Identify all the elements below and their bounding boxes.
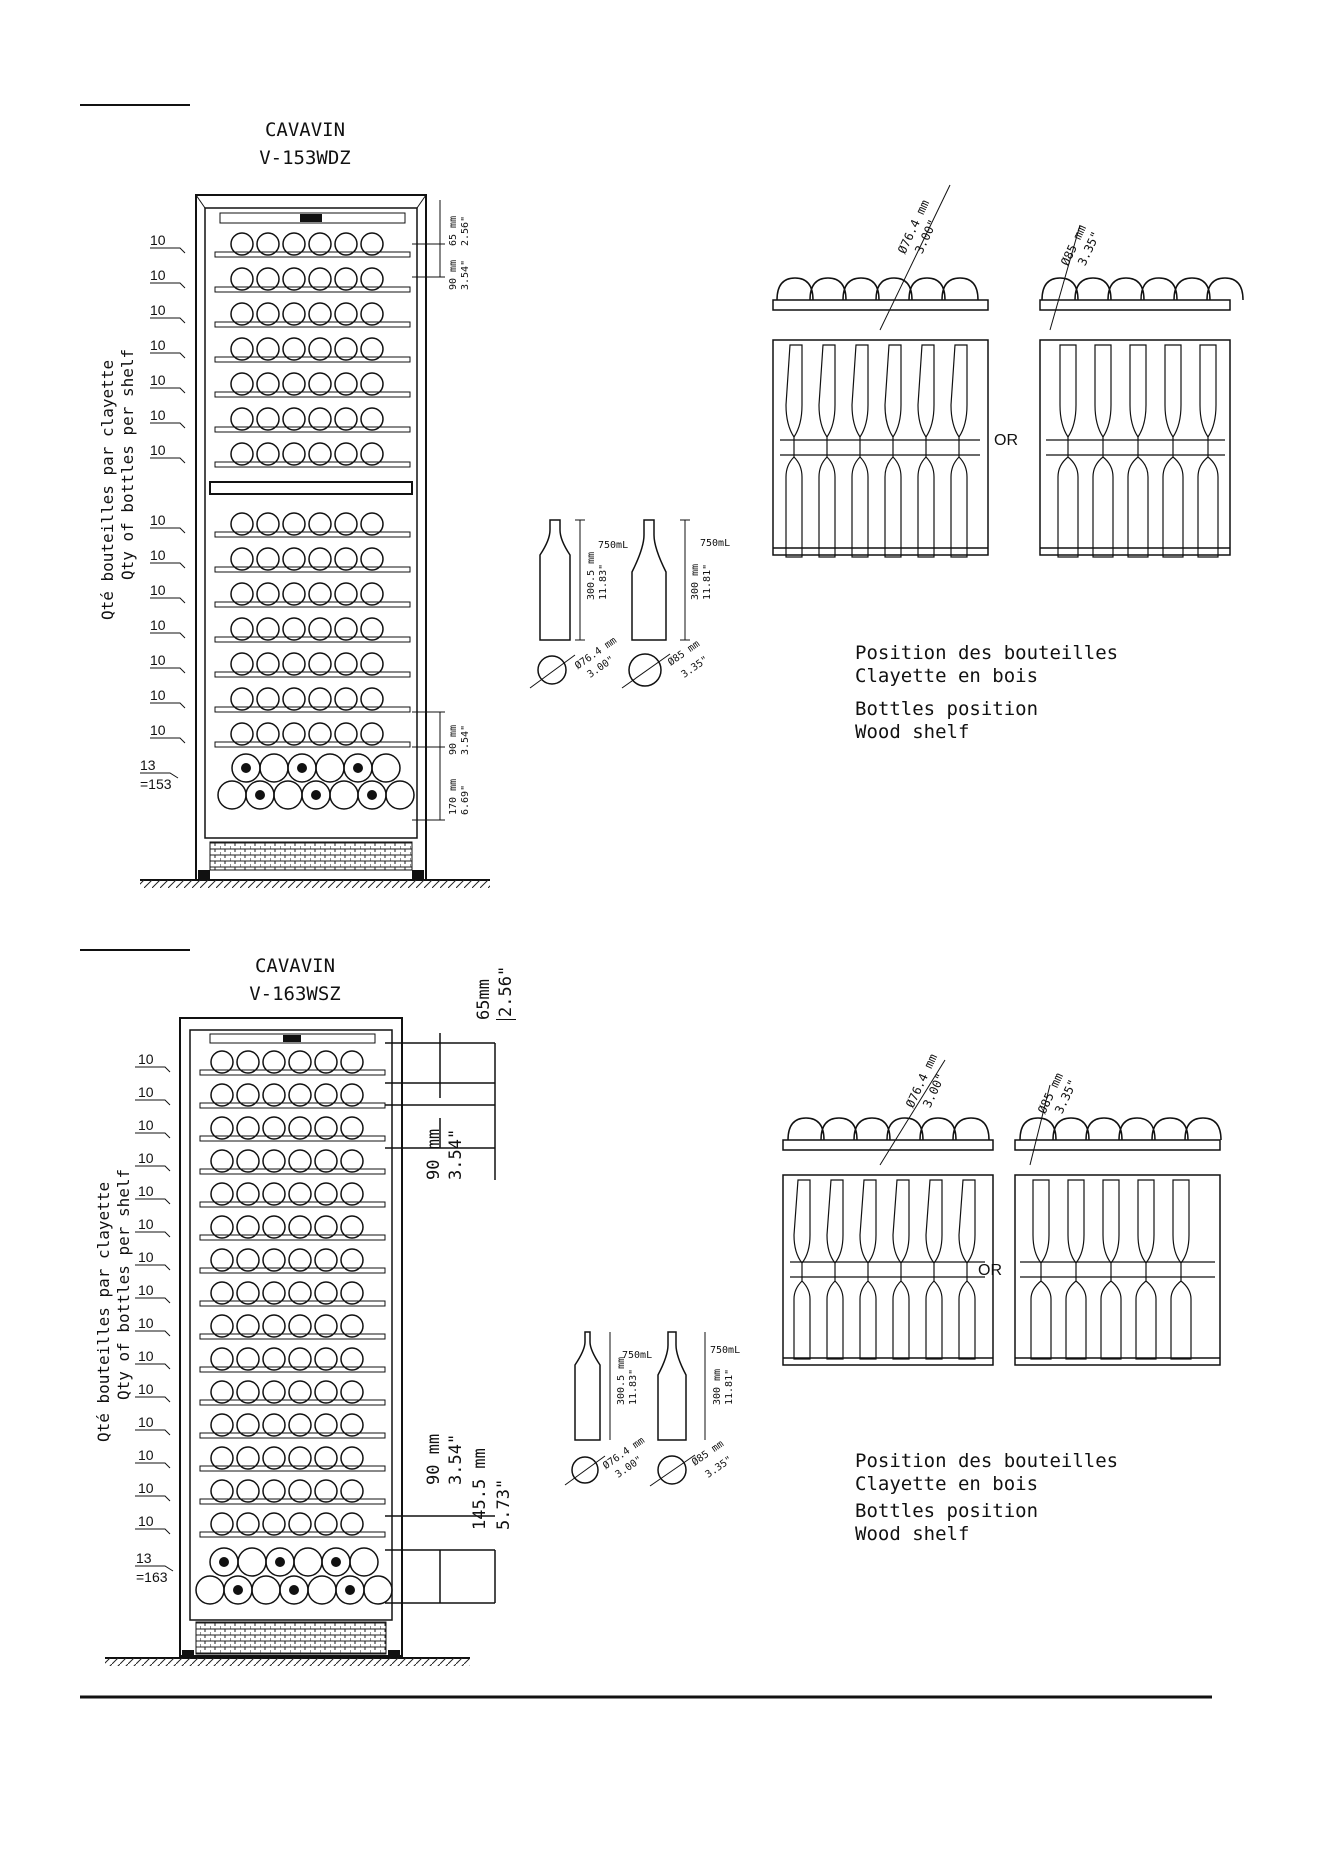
model-2-bottom-qty: 13 xyxy=(136,1550,152,1566)
model-1-shelf-qty: 10 xyxy=(150,652,166,668)
model-2-bottom-shelf-gap-in: 3.54" xyxy=(446,1433,466,1485)
bordeaux-height-in: 11.83" xyxy=(598,563,609,600)
model-2-name: V-163WSZ xyxy=(249,983,341,1005)
bottle-diagrams-2 xyxy=(564,1331,706,1487)
model-1-brand: CAVAVIN xyxy=(264,119,346,141)
model-1-shelf-qty: 10 xyxy=(150,722,166,738)
caption-fr: Position des bouteilles Clayette en bois xyxy=(855,642,1119,687)
model-2-shelf-qty: 10 xyxy=(138,1414,154,1430)
bottle-volume: 750mL xyxy=(700,538,731,549)
bottle-volume: 750mL xyxy=(622,1350,653,1361)
model-1-base-gap-in: 6.69" xyxy=(460,784,471,815)
model-2-side-label-en: Qty of bottles per shelf xyxy=(114,1168,133,1400)
model-2-shelf-qty: 10 xyxy=(138,1381,154,1397)
model-1-shelf-qty: 10 xyxy=(150,617,166,633)
model-1-shelf-qty: 10 xyxy=(150,442,166,458)
model-2-top-gap-mm: 65mm xyxy=(474,979,494,1020)
model-2-shelf-qty: 10 xyxy=(138,1348,154,1364)
bottle-diagrams-1 xyxy=(529,519,690,689)
model-2-shelf-gap-mm: 90 mm xyxy=(424,1128,444,1180)
model-1-shelf-qty: 10 xyxy=(150,372,166,388)
model-2-shelf-qty: 10 xyxy=(138,1150,154,1166)
model-2-base-gap-in: 5.73" xyxy=(494,1478,514,1530)
burgundy-height-in: 11.81" xyxy=(702,563,713,600)
model-2-shelf-qty: 10 xyxy=(138,1282,154,1298)
model-1-shelf-gap-in: 3.54" xyxy=(460,259,471,290)
model-1-shelf-qty: 10 xyxy=(150,302,166,318)
model-1-total: =153 xyxy=(140,776,172,792)
model-1-bottom-qty: 13 xyxy=(140,757,156,773)
model-1-shelf-qty: 10 xyxy=(150,267,166,283)
model-2-shelf-qty: 10 xyxy=(138,1315,154,1331)
position-diagram-top xyxy=(772,184,1244,558)
model-2-shelf-qty: 10 xyxy=(138,1447,154,1463)
model-2-brand: CAVAVIN xyxy=(254,955,336,977)
model-1-bottom-shelf-gap-in: 3.54" xyxy=(460,724,471,755)
model-2-shelf-qty: 10 xyxy=(138,1480,154,1496)
model-2-shelf-gap-in: 3.54" xyxy=(446,1128,466,1180)
position-diagram-bottom xyxy=(782,1059,1222,1366)
bottle-volume: 750mL xyxy=(710,1345,741,1356)
bordeaux-height-in: 11.83" xyxy=(628,1368,639,1405)
model-1-side-label-en: Qty of bottles per shelf xyxy=(118,348,137,580)
caption-en: Bottles position Wood shelf xyxy=(855,1500,1039,1545)
cabinet-v163wsz xyxy=(105,1017,496,1666)
model-2-side-label-fr: Qté bouteilles par clayette xyxy=(94,1181,113,1442)
model-1-shelf-qty: 10 xyxy=(150,512,166,528)
model-1-shelf-qty: 10 xyxy=(150,582,166,598)
model-2-shelf-qty: 10 xyxy=(138,1084,154,1100)
model-2-shelf-qty: 10 xyxy=(138,1216,154,1232)
model-2-shelf-qty: 10 xyxy=(138,1117,154,1133)
model-1-shelf-qty: 10 xyxy=(150,687,166,703)
or-label: OR xyxy=(994,432,1018,449)
model-1-shelf-qty: 10 xyxy=(150,547,166,563)
model-2-shelf-qty: 10 xyxy=(138,1183,154,1199)
model-1-name: V-153WDZ xyxy=(259,147,351,169)
cabinet-v153wdz xyxy=(140,194,490,888)
burgundy-height-in: 11.81" xyxy=(724,1368,735,1405)
model-1-shelf-qty: 10 xyxy=(150,232,166,248)
or-label: OR xyxy=(978,1262,1002,1279)
model-2-base-gap-mm: 145.5 mm xyxy=(470,1448,490,1530)
model-2-bottom-shelf-gap-mm: 90 mm xyxy=(424,1433,444,1485)
model-1-side-label-fr: Qté bouteilles par clayette xyxy=(98,359,117,620)
model-2-total: =163 xyxy=(136,1569,168,1585)
model-1-shelf-qty: 10 xyxy=(150,407,166,423)
caption-fr: Position des bouteilles Clayette en bois xyxy=(855,1450,1119,1495)
model-2-shelf-qty: 10 xyxy=(138,1249,154,1265)
caption-en: Bottles position Wood shelf xyxy=(855,698,1039,743)
bottle-volume: 750mL xyxy=(598,540,629,551)
model-2-shelf-qty: 10 xyxy=(138,1513,154,1529)
model-2-top-gap-in: 2.56" xyxy=(496,965,516,1020)
model-1-top-gap-in: 2.56" xyxy=(460,215,471,246)
model-2-shelf-qty: 10 xyxy=(138,1051,154,1067)
model-1-shelf-qty: 10 xyxy=(150,337,166,353)
